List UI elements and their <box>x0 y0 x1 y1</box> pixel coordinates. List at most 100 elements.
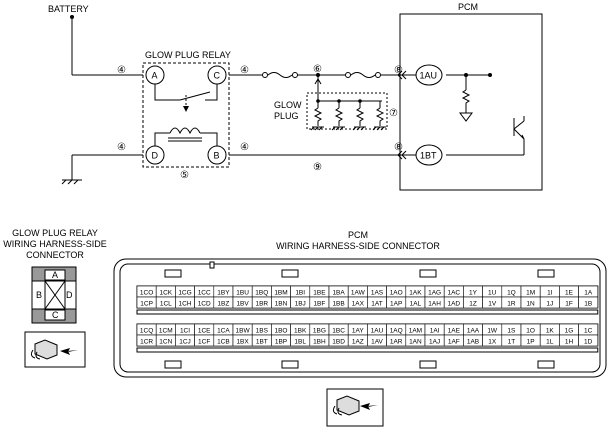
pcm-pin-label: 1AP <box>390 301 402 308</box>
pcm-pin-label: 1AZ <box>352 339 364 346</box>
pcm-pin-label: 1N <box>526 301 535 308</box>
relay-terminal-a-label: A <box>152 71 158 81</box>
pcm-pin-label: 1CK <box>159 290 172 297</box>
relay-actuator-arrow <box>183 106 189 112</box>
relay-switch-line <box>205 80 218 101</box>
glow-plug-label-line2: PLUG <box>274 111 299 121</box>
pcm-transistor-icon <box>513 118 525 155</box>
relay-connector-pin-a: A <box>52 270 58 280</box>
relay-connector-title-2: WIRING HARNESS-SIDE <box>3 239 107 249</box>
pcm-pin-label: 1BB <box>332 301 344 308</box>
pcm-pin-label: 1AS <box>371 290 384 297</box>
wire-marker-9: ⑨ <box>313 162 322 173</box>
relay-terminal-b-label: B <box>214 151 220 161</box>
fusible-link-icon <box>262 72 268 78</box>
pcm-pin-label: 1L <box>546 339 554 346</box>
wire-marker-5: ⑤ <box>180 170 189 181</box>
wire-marker-4-relay-d: ④ <box>117 142 126 153</box>
relay-connector-title-3: CONNECTOR <box>26 250 84 260</box>
pcm-pin-label: 1I <box>547 290 553 297</box>
relay-coil-right <box>200 132 218 150</box>
pcm-pin-label: 1D <box>584 339 593 346</box>
glow-plug-label-line1: GLOW <box>274 100 302 110</box>
relay-switch-arm <box>179 91 211 101</box>
pcm-connector-face <box>113 258 607 378</box>
pcm-pin-label: 1BA <box>332 290 345 297</box>
pcm-pin-label: 1H <box>565 339 574 346</box>
glow-plug-box <box>306 92 388 130</box>
pcm-pin-label: 1BM <box>274 290 287 297</box>
pcm-pin-label: 1BC <box>332 328 345 335</box>
pcm-pin-label: 1Z <box>469 301 477 308</box>
pcm-pin-label: 1F <box>565 301 573 308</box>
pcm-pin-label: 1K <box>546 328 555 335</box>
relay-switch-contact <box>154 80 180 101</box>
relay-connector-title-1: GLOW PLUG RELAY <box>12 228 98 238</box>
pcm-pin-label: 1AR <box>390 339 403 346</box>
pcm-pin-label: 1CI <box>180 328 190 335</box>
pcm-pin-label: 1J <box>546 301 553 308</box>
connector-1au-icon <box>397 70 407 80</box>
pcm-pin-label: 1CJ <box>179 339 191 346</box>
pcm-ground-icon <box>459 112 473 122</box>
junction-dot <box>316 73 320 77</box>
wire-marker-4-relay-b: ④ <box>240 142 249 153</box>
pcm-pin-label: 1P <box>527 339 535 346</box>
relay-terminal-c <box>207 65 227 85</box>
relay-connector-pin-d: D <box>66 290 73 300</box>
relay-connector-face <box>31 266 77 324</box>
pcm-pin-label: 1AB <box>467 339 479 346</box>
pcm-pin-label: 1AG <box>428 290 441 297</box>
pcm-pin-label: 1CE <box>198 328 211 335</box>
pcm-pin-label: 1CO <box>140 290 153 297</box>
pcm-pin-label: 1BY <box>217 290 230 297</box>
pcm-pin-label: 1W <box>487 328 498 335</box>
pcm-pin-label: 1C <box>584 328 593 335</box>
pcm-pin-label: 1BD <box>332 339 345 346</box>
wire-marker-6: ⑥ <box>313 64 322 75</box>
pcm-pin-label: 1CC <box>198 290 211 297</box>
ground-icon <box>61 179 82 185</box>
pcm-pin-label: 1CA <box>217 328 230 335</box>
relay-terminal-d-label: D <box>152 151 159 161</box>
relay-connector-plug-icon <box>24 331 86 368</box>
pcm-pin-label: 1BE <box>313 290 326 297</box>
pcm-box <box>399 13 543 191</box>
relay-terminal-b <box>207 145 227 165</box>
pcm-pin-label: 1O <box>526 328 535 335</box>
pcm-pin-label: 1AE <box>448 328 461 335</box>
pcm-pin-label: 1AN <box>409 339 422 346</box>
pcm-pin-label: 1BQ <box>255 290 268 297</box>
pcm-pin-label: 1BO <box>274 328 287 335</box>
relay-terminal-c-label: C <box>214 71 221 81</box>
wire-marker-4-relay-c: ④ <box>240 65 249 76</box>
pcm-pin-label: 1AL <box>410 301 422 308</box>
pcm-pin-label: 1AO <box>390 290 403 297</box>
wire-marker-8-top: ⑧ <box>394 65 403 76</box>
pcm-pin-label: 1E <box>565 290 574 297</box>
pcm-pin-label: 1BR <box>255 301 268 308</box>
pcm-pin-label: 1CB <box>217 339 230 346</box>
pcm-pin-label: 1AI <box>430 328 440 335</box>
pcm-pin-label: 1CQ <box>140 328 153 335</box>
pcm-connector-title-2: WIRING HARNESS-SIDE CONNECTOR <box>276 241 440 251</box>
pcm-pin-label: 1BF <box>313 301 325 308</box>
pcm-label: PCM <box>458 2 478 12</box>
junction-arrow-icon <box>314 78 322 85</box>
pcm-pin-label: 1AU <box>371 328 384 335</box>
pcm-pin-label: 1BH <box>313 339 326 346</box>
pcm-pin-label: 1G <box>565 328 574 335</box>
pcm-connector-plug-icon <box>326 388 384 427</box>
relay-terminal-a <box>145 65 165 85</box>
pcm-pin-label: 1BV <box>236 301 249 308</box>
battery-label: BATTERY <box>48 4 89 14</box>
pcm-connector-title-1: PCM <box>348 230 368 240</box>
pcm-terminal-1au-label: 1AU <box>420 71 438 81</box>
wire-marker-4-battery: ④ <box>117 65 126 76</box>
pcm-pin-block-rail <box>136 347 599 353</box>
pcm-pin-label: 1U <box>488 290 497 297</box>
glow-plug-ground-icons <box>310 126 386 131</box>
pcm-pin-label: 1AT <box>371 301 382 308</box>
pcm-pin-label: 1V <box>488 301 497 308</box>
